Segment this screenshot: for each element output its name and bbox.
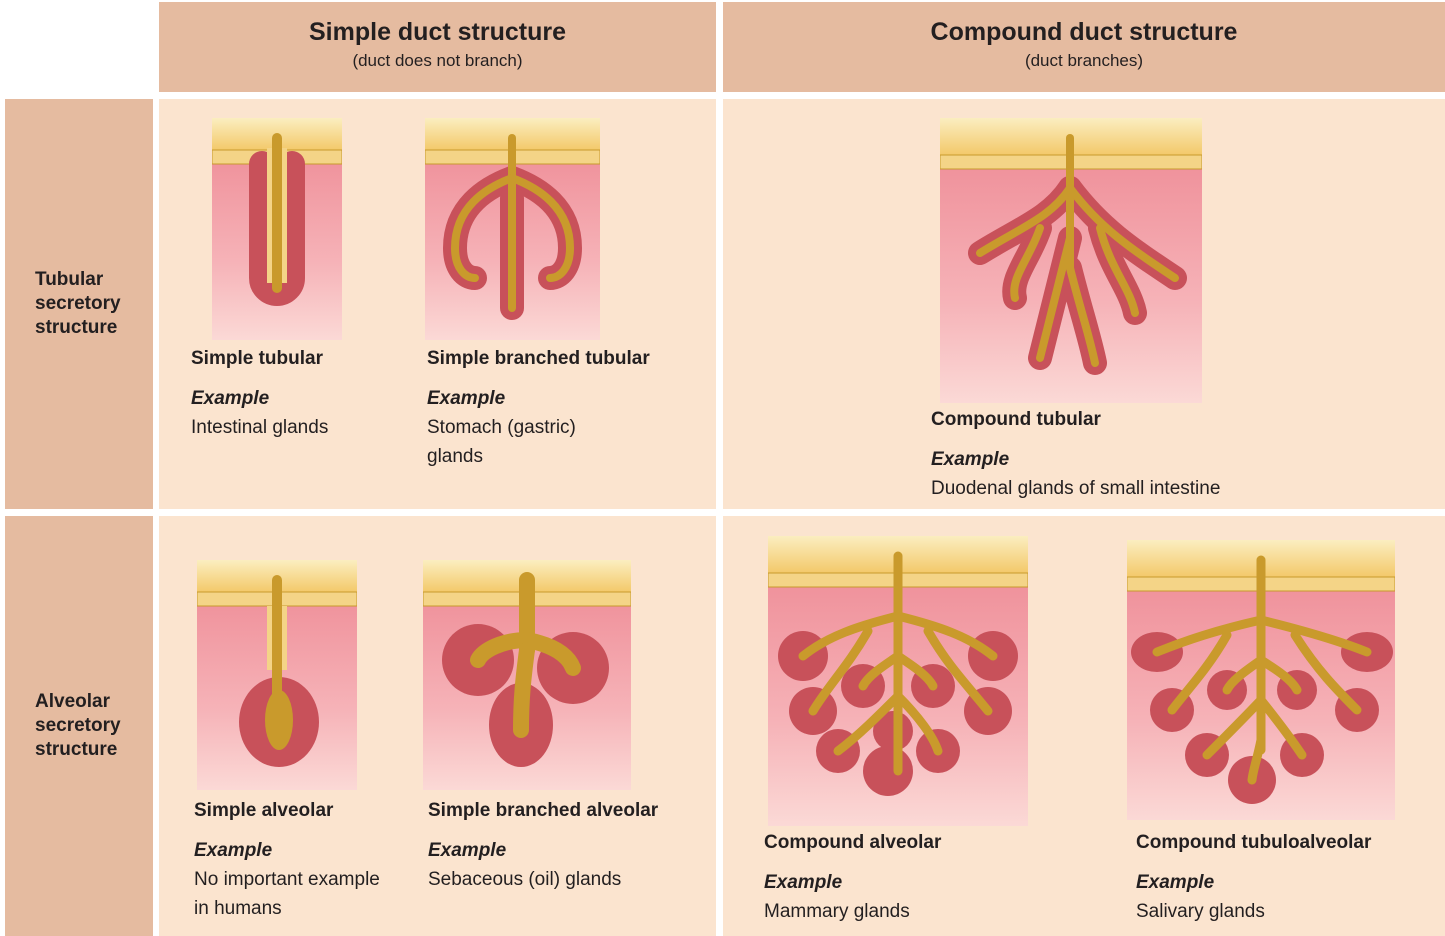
gland-name: Compound alveolar	[764, 828, 1064, 857]
diagram-compound-tubuloalveolar	[1127, 540, 1395, 820]
gland-example: Sebaceous (oil) glands	[428, 865, 708, 894]
diagram-simple-branched-tubular	[425, 118, 600, 340]
example-label: Example	[191, 384, 411, 413]
gland-example: Stomach (gastric) glands	[427, 413, 697, 471]
example-label: Example	[428, 836, 708, 865]
gland-example: Salivary glands	[1136, 897, 1436, 926]
column-header-compound: Compound duct structure (duct branches)	[723, 2, 1445, 92]
row-label: Tubular secretory structure	[5, 268, 121, 340]
caption-simple-alveolar: Simple alveolar Example No important exa…	[194, 796, 419, 923]
example-label: Example	[764, 868, 1064, 897]
gland-example: No important example in humans	[194, 865, 419, 923]
diagram-compound-alveolar	[768, 536, 1028, 826]
example-label: Example	[931, 445, 1331, 474]
column-subtitle: (duct branches)	[723, 51, 1445, 71]
caption-simple-branched-tubular: Simple branched tubular Example Stomach …	[427, 344, 697, 471]
row-label: Alveolar secretory structure	[5, 690, 121, 762]
gland-name: Compound tubular	[931, 405, 1331, 434]
diagram-compound-tubular	[940, 118, 1202, 403]
gland-example: Intestinal glands	[191, 413, 411, 442]
example-label: Example	[194, 836, 419, 865]
diagram-simple-alveolar	[197, 560, 357, 790]
column-title: Simple duct structure	[159, 18, 716, 47]
gland-name: Compound tubuloalveolar	[1136, 828, 1436, 857]
diagram-simple-branched-alveolar	[423, 560, 631, 790]
column-title: Compound duct structure	[723, 18, 1445, 47]
caption-compound-alveolar: Compound alveolar Example Mammary glands	[764, 828, 1064, 926]
caption-compound-tubuloalveolar: Compound tubuloalveolar Example Salivary…	[1136, 828, 1436, 926]
example-label: Example	[1136, 868, 1436, 897]
row-header-tubular: Tubular secretory structure	[5, 99, 153, 509]
row-header-alveolar: Alveolar secretory structure	[5, 516, 153, 936]
column-subtitle: (duct does not branch)	[159, 51, 716, 71]
caption-compound-tubular: Compound tubular Example Duodenal glands…	[931, 405, 1331, 503]
example-label: Example	[427, 384, 697, 413]
gland-name: Simple tubular	[191, 344, 411, 373]
caption-simple-branched-alveolar: Simple branched alveolar Example Sebaceo…	[428, 796, 708, 894]
gland-name: Simple branched tubular	[427, 344, 697, 373]
gland-name: Simple branched alveolar	[428, 796, 708, 825]
gland-example: Duodenal glands of small intestine	[931, 474, 1331, 503]
gland-name: Simple alveolar	[194, 796, 419, 825]
gland-example: Mammary glands	[764, 897, 1064, 926]
diagram-simple-tubular	[212, 118, 342, 340]
caption-simple-tubular: Simple tubular Example Intestinal glands	[191, 344, 411, 442]
column-header-simple: Simple duct structure (duct does not bra…	[159, 2, 716, 92]
